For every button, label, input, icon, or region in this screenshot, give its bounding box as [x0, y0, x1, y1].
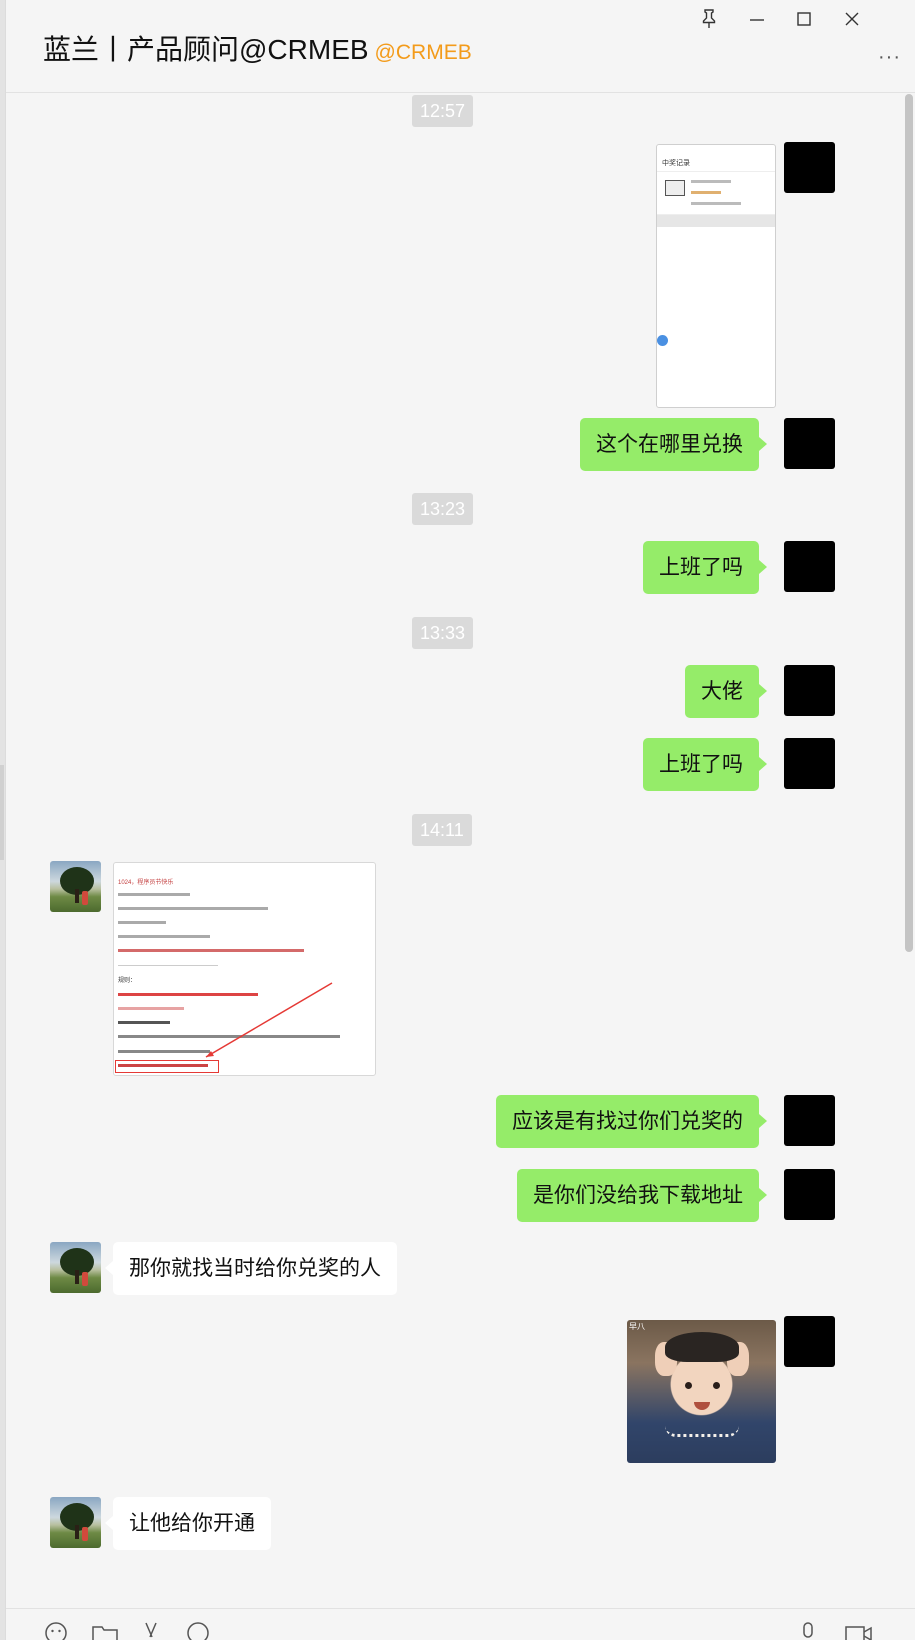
- text-line: [118, 907, 268, 910]
- timestamp: 12:57: [412, 95, 474, 127]
- chat-history-icon[interactable]: [186, 1621, 212, 1640]
- folder-icon[interactable]: [91, 1621, 118, 1640]
- avatar-figure: [82, 1272, 88, 1286]
- my-avatar[interactable]: [784, 665, 835, 716]
- message-list[interactable]: 12:57 中奖记录 这个在哪里兑换 13:23 上班了吗 13:33 大佬 上…: [6, 92, 901, 1608]
- my-message-bubble[interactable]: 是你们没给我下载地址: [517, 1169, 767, 1222]
- chat-window: 蓝兰丨产品顾问@CRMEB@CRMEB ··· 12:57 中奖记录: [5, 0, 915, 1640]
- timestamp: 13:33: [412, 617, 474, 649]
- left-panel-edge: [0, 0, 5, 1640]
- my-message-bubble[interactable]: 这个在哪里兑换: [580, 418, 767, 471]
- text-line: [118, 993, 258, 996]
- text-line: [118, 921, 166, 924]
- sticker-message[interactable]: 早八: [627, 1320, 776, 1463]
- my-message-bubble[interactable]: 应该是有找过你们兑奖的: [496, 1095, 767, 1148]
- timestamp: 14:11: [412, 814, 472, 846]
- my-avatar[interactable]: [784, 1095, 835, 1146]
- my-message-bubble[interactable]: 大佬: [685, 665, 767, 718]
- floating-dot-icon: [657, 335, 668, 346]
- my-avatar[interactable]: [784, 1316, 835, 1367]
- avatar-trunk: [75, 889, 79, 903]
- text-line: [691, 202, 741, 205]
- my-avatar[interactable]: [784, 418, 835, 469]
- sticker-mouth: [694, 1402, 710, 1410]
- chat-header: 蓝兰丨产品顾问@CRMEB@CRMEB ···: [6, 0, 915, 93]
- contact-name: 蓝兰丨产品顾问@CRMEB: [43, 34, 369, 65]
- chat-title: 蓝兰丨产品顾问@CRMEB@CRMEB: [43, 28, 472, 68]
- text-line: [118, 893, 190, 896]
- sticker-hair: [665, 1332, 739, 1362]
- contact-org-tag: @CRMEB: [374, 41, 472, 64]
- sticker-eye: [713, 1382, 720, 1389]
- close-icon[interactable]: [839, 8, 865, 30]
- text-line: [118, 1050, 210, 1053]
- phone-nav-title: 中奖记录: [657, 157, 775, 172]
- contact-avatar[interactable]: [50, 861, 101, 912]
- minimize-icon[interactable]: [744, 8, 770, 30]
- my-avatar[interactable]: [784, 541, 835, 592]
- contact-avatar[interactable]: [50, 1242, 101, 1293]
- text-line: [691, 191, 721, 194]
- my-avatar[interactable]: [784, 142, 835, 193]
- text-line: [118, 1007, 184, 1010]
- pin-icon[interactable]: [696, 8, 722, 30]
- text-line: [118, 1021, 170, 1024]
- text-line: [691, 180, 731, 183]
- highlight-box: [115, 1060, 219, 1073]
- text-line: [118, 1035, 340, 1038]
- phone-prize-card: [657, 172, 775, 215]
- my-message-bubble[interactable]: 上班了吗: [643, 541, 767, 594]
- sticker-corner-label: 早八: [629, 1322, 645, 1331]
- my-avatar[interactable]: [784, 1169, 835, 1220]
- phone-status-bar: [657, 145, 775, 157]
- contact-message-bubble[interactable]: 让他给你开通: [105, 1497, 271, 1550]
- my-message-bubble[interactable]: 上班了吗: [643, 738, 767, 791]
- input-toolbar: [6, 1608, 915, 1640]
- doc-rules-title: 规则：: [118, 978, 137, 984]
- splitter-handle[interactable]: [0, 765, 4, 860]
- text-line: [118, 1064, 208, 1067]
- avatar-figure: [82, 891, 88, 905]
- scissors-icon[interactable]: [141, 1621, 167, 1640]
- chat-scrollbar[interactable]: [904, 92, 914, 1608]
- text-line: [118, 949, 304, 952]
- scrollbar-thumb[interactable]: [905, 94, 913, 952]
- text-line: [118, 935, 210, 938]
- sticker-necklace: [665, 1426, 739, 1437]
- video-call-icon[interactable]: [844, 1621, 872, 1640]
- doc-heading: 1024，程序员节快乐: [118, 880, 174, 886]
- divider: [118, 965, 218, 966]
- timestamp: 13:23: [412, 493, 474, 525]
- my-avatar[interactable]: [784, 738, 835, 789]
- prize-thumbnail: [665, 180, 685, 196]
- red-arrow-icon: [205, 982, 333, 1058]
- sticker-eye: [685, 1382, 692, 1389]
- image-message-doc-screenshot[interactable]: 1024，程序员节快乐 规则：: [113, 862, 376, 1076]
- more-options-icon[interactable]: ···: [878, 46, 901, 68]
- phone-button: [657, 215, 775, 227]
- contact-avatar[interactable]: [50, 1497, 101, 1548]
- contact-message-bubble[interactable]: 那你就找当时给你兑奖的人: [105, 1242, 397, 1295]
- image-message-phone-screenshot[interactable]: 中奖记录: [656, 144, 776, 408]
- avatar-trunk: [75, 1270, 79, 1284]
- avatar-trunk: [75, 1525, 79, 1539]
- avatar-figure: [82, 1527, 88, 1541]
- mic-icon[interactable]: [798, 1621, 824, 1640]
- emoji-icon[interactable]: [44, 1621, 70, 1640]
- maximize-icon[interactable]: [791, 8, 817, 30]
